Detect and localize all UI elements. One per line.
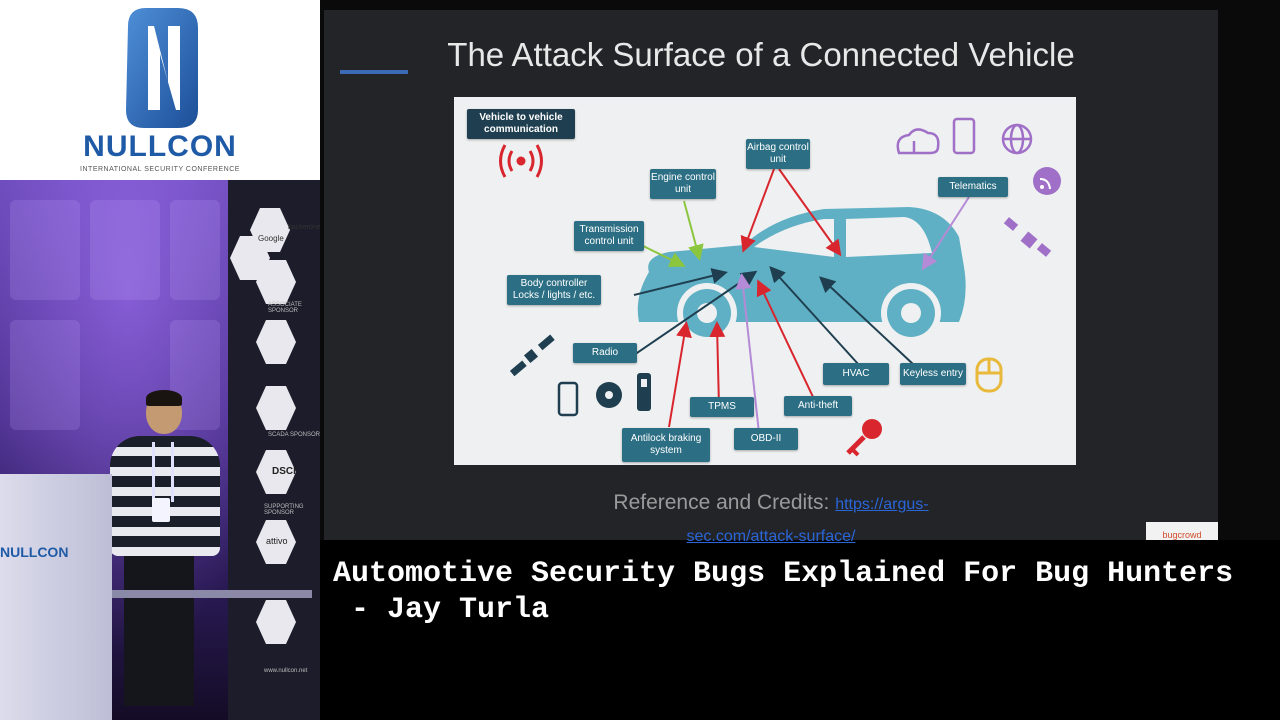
sponsor-label: hackerone [288,224,320,231]
cloud-upload-icon [896,128,940,155]
conference-badge [152,498,170,522]
wall-panel [10,320,80,430]
attack-arrows [633,168,970,434]
label-radio: Radio [573,343,637,363]
mobile-phone-icon [557,381,579,417]
sponsor-label: SUPPORTING SPONSOR [264,504,304,516]
logo-wordmark: NULLCON [83,130,237,163]
caption-speaker: - Jay Turla [333,593,550,627]
credits-link-continued[interactable]: sec.com/attack-surface/ [686,528,856,545]
talk-caption: Automotive Security Bugs Explained For B… [333,556,1273,628]
sponsor-hex [256,320,296,364]
wireless-signal-icon [499,144,543,178]
sponsor-label: Google [258,234,284,243]
rss-feed-icon [1033,167,1061,195]
label-v2v: Vehicle to vehicle communication [467,109,575,139]
sponsor-hex [256,386,296,430]
label-transmission: Transmission control unit [574,221,644,251]
label-body-controller: Body controller Locks / lights / etc. [507,275,601,305]
slide-title: The Attack Surface of a Connected Vehicl… [447,36,1075,73]
sponsor-label: www.nullcon.net [264,668,308,674]
logo-subtitle: INTERNATIONAL SECURITY CONFERENCE [80,166,240,173]
label-telematics: Telematics [938,177,1008,197]
diagram-graphics [499,117,1061,457]
credits-label: Reference and Credits: [613,491,836,514]
key-fob-icon [975,357,1003,393]
sponsor-label: DSCI [272,466,296,477]
label-antitheft: Anti-theft [784,396,852,416]
sponsor-label: SCADA SPONSOR [268,432,320,438]
label-obd: OBD-II [734,428,798,450]
label-hvac: HVAC [823,363,889,385]
podium: NULLCON [0,474,112,720]
podium-logo: NULLCON [0,544,69,560]
label-antilock: Antilock braking system [622,428,710,462]
title-underline [340,70,408,74]
slide: The Attack Surface of a Connected Vehicl… [324,10,1218,545]
speaker-hair [146,390,182,406]
sponsor-backdrop: Google hackerone ASSOCIATE SPONSOR SCADA… [228,180,320,720]
label-keyless: Keyless entry [900,363,966,385]
label-engine: Engine control unit [650,169,716,199]
slide-credits: Reference and Credits: https://argus- se… [324,488,1218,552]
speaker-legs [124,556,194,706]
label-tpms: TPMS [690,397,754,417]
car-silhouette [637,207,966,343]
presentation-area: The Attack Surface of a Connected Vehicl… [320,0,1280,545]
caption-title: Automotive Security Bugs Explained For B… [333,557,1234,591]
cd-disc-icon [596,382,622,408]
sponsor-watermark: bugcrowd [1146,522,1218,540]
speaker-shirt [110,436,220,556]
lanyard [152,442,174,502]
label-airbag: Airbag control unit [746,139,810,169]
attack-surface-diagram: Vehicle to vehicle communication Engine … [454,97,1076,465]
wall-panel [10,200,80,300]
speaker-camera-view: Google hackerone ASSOCIATE SPONSOR SCADA… [0,180,320,720]
satellite-icon [1003,217,1052,257]
wall-panel [90,200,160,300]
car-key-icon [846,419,882,457]
globe-icon [1001,123,1033,155]
nullcon-logo-panel: NULLCON INTERNATIONAL SECURITY CONFERENC… [0,0,320,180]
credits-link[interactable]: https://argus- [835,496,929,513]
side-table [112,590,312,598]
wall-panel [170,200,220,300]
sponsor-label: ASSOCIATE SPONSOR [268,302,302,314]
smartphone-icon [952,117,976,155]
nullcon-n-logo-icon [126,8,198,128]
sponsor-hex [256,600,296,644]
usb-stick-icon [637,373,651,411]
satellite-dark-icon [509,334,555,377]
sponsor-label: attivo [266,536,288,546]
